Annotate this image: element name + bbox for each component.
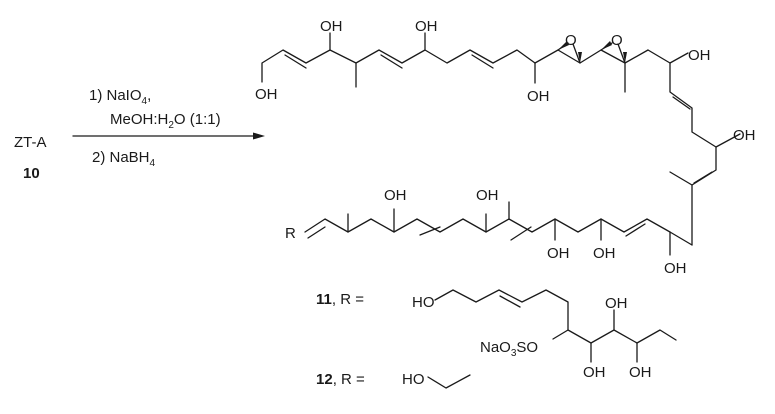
sulfate-label: NaO3SO — [480, 339, 538, 359]
starting-material-name: ZT-A — [14, 134, 47, 151]
r-group-12: 12, R = HO — [316, 371, 471, 389]
oh-label: OH — [664, 260, 687, 277]
oh-label: OH — [688, 47, 711, 64]
r-group-label: R — [285, 225, 296, 242]
product-structure: OH OH OH OH O O OH OH OH OH OH OH OH R — [255, 18, 756, 277]
oh-label: OH — [527, 88, 550, 105]
oh-label: OH — [415, 18, 438, 35]
reaction-conditions: 1) NaIO4, MeOH:H2O (1:1) 2) NaBH4 — [89, 87, 221, 169]
starting-material: ZT-A 10 — [14, 134, 47, 182]
r-group-11: 11, R = HO NaO3SO OH OH OH — [316, 289, 677, 381]
condition-solvent: MeOH:H2O (1:1) — [110, 111, 221, 131]
oh-label: OH — [255, 86, 278, 103]
oh-label: OH — [547, 245, 570, 262]
condition-step-2: 2) NaBH4 — [92, 149, 156, 169]
oh-label: OH — [320, 18, 343, 35]
ho-label: HO — [402, 371, 425, 388]
oh-label: OH — [384, 187, 407, 204]
ho-label: HO — [412, 294, 435, 311]
oh-label: OH — [593, 245, 616, 262]
epoxide-o-label: O — [565, 32, 577, 49]
oh-label: OH — [733, 127, 756, 144]
oh-label: OH — [476, 187, 499, 204]
epoxide-o-label: O — [611, 32, 623, 49]
compound-11-number: 11, R = — [316, 291, 364, 308]
starting-material-number: 10 — [23, 165, 40, 182]
oh-label: OH — [629, 364, 652, 381]
oh-label: OH — [605, 295, 628, 312]
condition-step-1: 1) NaIO4, — [89, 87, 151, 107]
oh-label: OH — [583, 364, 606, 381]
compound-12-number: 12, R = — [316, 371, 365, 388]
reaction-arrow — [72, 132, 265, 140]
